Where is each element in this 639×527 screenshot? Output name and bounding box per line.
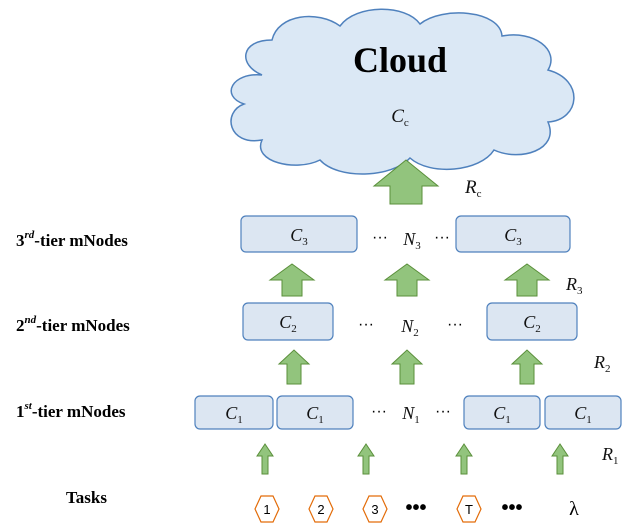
tier-2-node-right-capacity: C2 (523, 312, 541, 335)
task-1-hexagon (254, 495, 280, 523)
task-2-hexagon (308, 495, 334, 523)
arrow-up-tasks-4 (551, 443, 569, 475)
tier-1-node-1 (194, 395, 274, 430)
tier-1-rate: R1 (601, 444, 619, 467)
tier-2-ellipsis-left: ··· (358, 316, 374, 333)
task-3-hexagon (362, 495, 388, 523)
tier-1-count: N1 (401, 403, 420, 426)
tier-2-label: 2nd-tier mNodes (16, 314, 130, 335)
tier-1-label: 1st-tier mNodes (16, 400, 126, 421)
tier-1-ellipsis-right: ··· (435, 403, 451, 420)
task-3: 3 (362, 495, 388, 523)
tier-3-ellipsis-left: ··· (372, 229, 388, 246)
task-1: 1 (254, 495, 280, 523)
task-T: T (456, 495, 482, 523)
tier-2: 2nd-tier mNodes C2 ··· N2 ··· C2 (16, 302, 578, 341)
arrow-up-tier1-to-tier2-right (510, 349, 544, 385)
tier-1-ellipsis-left: ··· (371, 403, 387, 420)
tier-3: 3rd-tier mNodes C3 ··· N3 ··· C3 (16, 215, 571, 253)
tier-1-node-4 (544, 395, 622, 430)
arrow-up-tasks-2 (357, 443, 375, 475)
task-3-label: 3 (371, 502, 378, 517)
arrow-up-tasks-1 (256, 443, 274, 475)
tier-1-node-2-capacity: C1 (306, 403, 324, 426)
task-2-label: 2 (317, 502, 324, 517)
arrow-up-tier2-to-tier3-mid (383, 263, 431, 297)
arrow-up-tier1-to-tier2-mid (390, 349, 424, 385)
tier-2-node-left (242, 302, 334, 341)
tier-3-count: N3 (402, 229, 421, 252)
task-2: 2 (308, 495, 334, 523)
tier-1-node-1-capacity: C1 (225, 403, 243, 426)
cloud-uplink-rate: Rc (464, 177, 482, 200)
tier-3-node-left (240, 215, 358, 253)
cloud-uplink-arrow (372, 159, 440, 205)
tier-2-rate: R2 (593, 352, 611, 375)
tasks-label: Tasks (66, 488, 107, 507)
arrow-up-tier2-to-tier3-right (503, 263, 551, 297)
tier-1-node-3 (463, 395, 541, 430)
tasks-ellipsis-left: ••• (405, 497, 426, 519)
tier-3-rate: R3 (565, 274, 583, 297)
tier-2-node-right (486, 302, 578, 341)
tier-3-node-left-capacity: C3 (290, 225, 308, 248)
cloud: Cloud Cc (230, 8, 575, 175)
cloud-shape (230, 8, 575, 175)
tier-1-node-4-capacity: C1 (574, 403, 592, 426)
cloud-title: Cloud (353, 40, 447, 80)
tier-2-ellipsis-right: ··· (447, 316, 463, 333)
arrival-rate-lambda: λ (569, 498, 579, 520)
tasks-ellipsis-right: ••• (501, 497, 522, 519)
arrow-up-tier1-to-tier2-left (277, 349, 311, 385)
tier-1: 1st-tier mNodes C1 C1 ··· N1 ··· C1 C1 (16, 395, 622, 430)
task-T-label: T (465, 502, 473, 517)
cloud-capacity: Cc (391, 106, 409, 129)
tier-3-node-right (455, 215, 571, 253)
task-T-hexagon (456, 495, 482, 523)
tier-3-node-right-capacity: C3 (504, 225, 522, 248)
tier-3-ellipsis-right: ··· (434, 229, 450, 246)
tier-1-node-3-capacity: C1 (493, 403, 511, 426)
tier-3-label: 3rd-tier mNodes (16, 229, 128, 250)
tier-2-node-left-capacity: C2 (279, 312, 297, 335)
task-1-label: 1 (263, 502, 270, 517)
arrow-up-tier2-to-tier3-left (268, 263, 316, 297)
tier-2-count: N2 (400, 316, 419, 339)
tier-1-node-2 (276, 395, 354, 430)
arrow-up-tasks-3 (455, 443, 473, 475)
